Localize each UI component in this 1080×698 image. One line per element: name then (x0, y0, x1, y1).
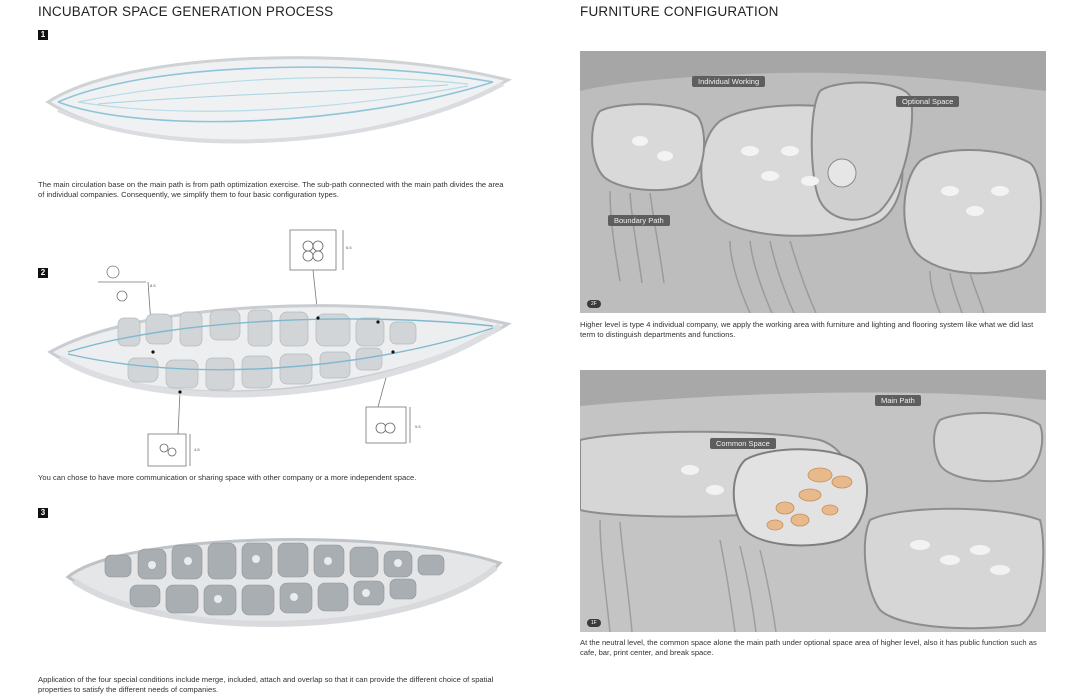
render-neutral-caption: At the neutral level, the common space a… (580, 638, 1037, 657)
label-individual-working: Individual Working (692, 76, 766, 87)
step-3-caption: Application of the four special conditio… (38, 675, 494, 694)
label-common-space: Common Space (710, 438, 776, 449)
render-upper-caption: Higher level is type 4 individual compan… (580, 320, 1034, 339)
dimension-label-c: 5.5 (415, 424, 421, 429)
right-title: FURNITURE CONFIGURATION (580, 4, 779, 19)
left-title: INCUBATOR SPACE GENERATION PROCESS (38, 4, 334, 19)
dimension-label-a: 6.5 (346, 245, 352, 250)
render-neutral-level (580, 370, 1046, 632)
step-2-diagram (47, 229, 512, 467)
step-2-badge: 2 (38, 268, 48, 278)
step-3-badge: 3 (38, 508, 48, 518)
step-2-caption: You can chose to have more communication… (38, 473, 417, 482)
step-1-diagram (45, 56, 512, 144)
step-3-diagram (65, 538, 503, 627)
label-optional-space: Optional Space (896, 96, 960, 107)
dimension-label-d: 4.8 (194, 447, 200, 452)
label-boundary-path: Boundary Path (608, 215, 670, 226)
label-main-path: Main Path (875, 395, 921, 406)
render-neutral-level-drawing (580, 370, 1046, 632)
render-upper-level (580, 51, 1046, 313)
step-1-caption: The main circulation base on the main pa… (38, 180, 504, 199)
step-1-badge: 1 (38, 30, 48, 40)
render-upper-level-drawing (580, 51, 1046, 313)
level-pill-upper: 2F (587, 300, 601, 308)
dimension-label-b: 8.5 (150, 283, 156, 288)
level-pill-neutral: 1F (587, 619, 601, 627)
